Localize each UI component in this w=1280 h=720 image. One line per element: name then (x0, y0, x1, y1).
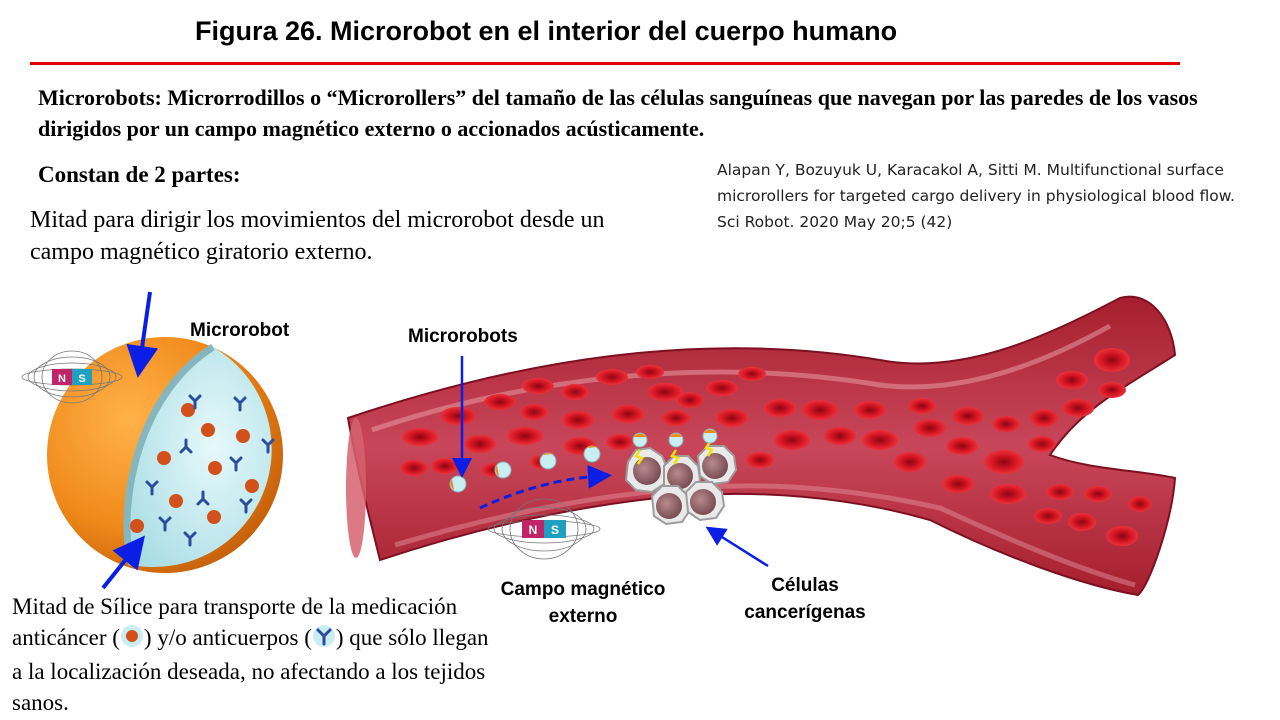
label-external-magnetic-field: Campo magnético externo (500, 579, 666, 627)
microrobot-sphere (47, 337, 283, 573)
label-microrobot: Microrobot (190, 320, 290, 341)
magnet-external-n-label: N (529, 523, 538, 537)
arrow-cancer-cells (705, 526, 769, 568)
parts-heading: Constan de 2 partes: (38, 162, 241, 187)
silica-half-description: Mitad de Sílice para transporte de la me… (12, 591, 492, 718)
microrobots-in-vessel (449, 428, 718, 493)
lightning-bolts (634, 441, 714, 465)
magnet-n-label: N (58, 373, 66, 385)
magnet-s-label: S (78, 373, 85, 385)
drug-particle-icon (120, 624, 144, 656)
slide-subtitle: Microrobots: Microrrodillos o “Microroll… (38, 85, 1198, 141)
label-cancer-cells: Células cancerígenas (744, 575, 866, 623)
title-divider (30, 62, 1180, 65)
label-microrobots: Microrobots (408, 326, 518, 347)
magnet-external-s-label: S (551, 523, 559, 537)
antibody-icon (312, 624, 336, 656)
magnet-icon-left: N S (21, 350, 123, 404)
silica-text-part2: ) y/o anticuerpos ( (143, 625, 312, 650)
arrow-motion-direction (479, 464, 612, 510)
arrow-magnetic-half (126, 291, 159, 378)
slide-title: Figura 26. Microrobot en el interior del… (195, 16, 898, 46)
citation: Alapan Y, Bozuyuk U, Karacakol A, Sitti … (717, 161, 1235, 231)
silica-text-part1: Mitad de Sílice para transporte de la me… (12, 594, 458, 650)
magnet-icon-external: N S (487, 498, 601, 560)
cancer-cells (624, 445, 738, 526)
magnetic-half-description: Mitad para dirigir los movimientos del m… (30, 207, 605, 265)
arrow-silica-half (101, 535, 145, 590)
silica-text-part3: ) que sólo llegan a la localización dese… (12, 625, 489, 715)
